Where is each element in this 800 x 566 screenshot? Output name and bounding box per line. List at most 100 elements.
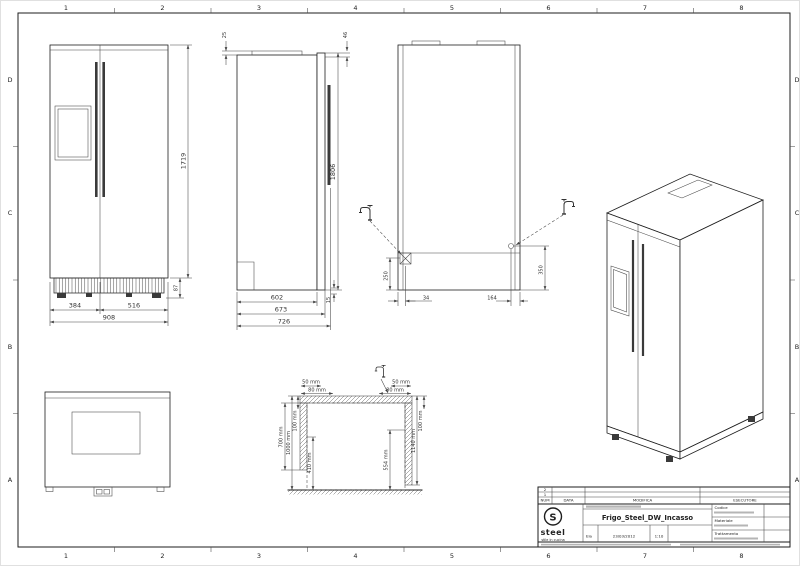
grid-row-label: A — [795, 476, 800, 484]
side-dimensions: 602 673 726 1806 25 46 15 — [222, 32, 350, 330]
grid-col-label: 7 — [643, 4, 647, 12]
dim-back-offset-right: 164 — [487, 296, 497, 302]
fine-print-line — [541, 543, 671, 546]
top-view — [44, 391, 171, 497]
dim-side-top: 25 — [222, 32, 228, 38]
niche-top-panel — [299, 395, 413, 404]
niche-right-wall — [404, 402, 413, 486]
col-header-data: DATA — [563, 498, 573, 503]
grid-col-label: 4 — [353, 552, 357, 560]
back-view: 250 350 34 164 — [358, 40, 576, 306]
fine-print-line — [586, 505, 641, 508]
niche-dimensions: 50 mm 80 mm 50 mm 80 mm 700 mm 1000 mm 1… — [279, 380, 427, 490]
back-dimensions: 250 350 34 164 — [384, 245, 549, 306]
front-foot — [152, 293, 161, 298]
field-materiale: Materiale — [715, 518, 734, 523]
iso-foot — [748, 416, 755, 422]
dim-niche-left-depth: 700 mm — [279, 426, 285, 447]
dim-front-base: 87 — [174, 285, 180, 291]
iso-side-face — [679, 199, 764, 453]
grid-col-label: 8 — [739, 4, 743, 12]
iso-dispenser-inner — [613, 269, 627, 313]
top-vent-outline — [71, 411, 141, 455]
dim-niche-bottom-conn: 554 mm — [384, 449, 390, 470]
top-handle-left — [96, 489, 103, 495]
dim-side-height: 1806 — [329, 164, 337, 181]
drawing-scale: 1:10 — [655, 534, 664, 539]
field-trattamento: Trattamento — [714, 531, 739, 536]
top-outline — [44, 391, 171, 488]
drawing-date: 23/03/2012 — [613, 534, 636, 539]
side-handle — [327, 85, 331, 185]
front-right-handle — [102, 62, 105, 197]
dim-niche-top-left-gap: 50 mm — [302, 380, 320, 386]
dim-niche-top-right-gap: 50 mm — [392, 380, 410, 386]
logo-wordmark: steel — [541, 528, 566, 537]
faucet-leader-left — [369, 220, 402, 255]
grid-col-label: 4 — [353, 4, 357, 12]
dim-niche-top-left-clear: 80 mm — [308, 388, 326, 394]
grid-row-label: D — [794, 76, 799, 84]
front-body — [49, 44, 169, 279]
grid-col-label: 2 — [160, 4, 164, 12]
grid-row-label: A — [8, 476, 13, 484]
side-door — [316, 52, 326, 291]
grid-col-label: 5 — [450, 4, 454, 12]
back-body — [397, 44, 521, 291]
front-foot — [57, 293, 66, 298]
field-codice: Codice — [715, 505, 729, 510]
grid-col-label: 8 — [739, 552, 743, 560]
field-value-line — [714, 511, 754, 514]
title-block: 2 1 NUM DATA MODIFICA ESECUTORE S steel … — [537, 486, 791, 548]
niche-fridge-outline — [306, 402, 406, 491]
dim-niche-left-height: 1000 mm — [286, 431, 292, 455]
grid-col-label: 3 — [257, 4, 261, 12]
dim-front-width-right: 516 — [128, 302, 140, 310]
back-hinge-cover — [411, 40, 441, 46]
side-body — [236, 54, 318, 291]
dim-front-width-left: 384 — [69, 302, 81, 310]
grid-row-label: C — [795, 209, 800, 217]
grid-row-label: D — [7, 76, 12, 84]
dim-back-height-right: 350 — [539, 265, 545, 275]
faucet-leader-right — [515, 214, 564, 246]
grid-col-label: 6 — [546, 552, 550, 560]
iso-foot — [666, 456, 673, 462]
niche-floor-hatch — [288, 490, 422, 495]
niche-diagram: 50 mm 80 mm 50 mm 80 mm 700 mm 1000 mm 1… — [279, 364, 427, 495]
side-view: 602 673 726 1806 25 46 15 — [222, 32, 350, 330]
grid-col-label: 7 — [643, 552, 647, 560]
front-view: 384 516 908 1719 87 — [49, 44, 192, 326]
dim-side-base: 15 — [326, 297, 332, 303]
iso-base-side — [679, 411, 764, 460]
dim-niche-left-clear: 100 mm — [293, 410, 299, 431]
dim-front-height: 1719 — [180, 153, 188, 170]
label-ela: Ela — [586, 534, 593, 539]
front-dimensions: 384 516 908 1719 87 — [49, 44, 192, 326]
grid-col-label: 2 — [160, 552, 164, 560]
niche-faucet-leader — [380, 378, 389, 394]
field-value-line — [714, 537, 758, 540]
dim-side-door-top: 46 — [343, 32, 349, 38]
grid-row-label: B — [795, 343, 799, 351]
steel-logo: S steel stile in cucina — [541, 507, 566, 542]
dim-back-height-left: 250 — [384, 271, 390, 281]
front-foot — [86, 293, 92, 297]
top-hinge — [45, 486, 54, 492]
iso-foot — [612, 434, 619, 440]
top-handles — [93, 486, 113, 497]
front-left-handle — [95, 62, 98, 197]
field-value-line — [714, 524, 748, 527]
grid-col-label: 6 — [546, 4, 550, 12]
col-header-num: NUM — [540, 498, 549, 503]
grid-labels: 1 2 3 4 5 6 7 8 1 2 3 4 5 6 7 8 D C B A … — [7, 4, 799, 560]
sheet-frame — [13, 8, 795, 552]
grid-col-label: 1 — [64, 552, 68, 560]
dim-niche-right-clear: 100 mm — [418, 410, 424, 431]
drawing-title: Frigo_Steel_DW_Incasso — [602, 514, 694, 522]
col-header-esecutore: ESECUTORE — [733, 498, 757, 503]
side-compressor-recess — [237, 261, 255, 290]
logo-letter: S — [549, 513, 556, 524]
col-header-modifica: MODIFICA — [633, 498, 653, 503]
